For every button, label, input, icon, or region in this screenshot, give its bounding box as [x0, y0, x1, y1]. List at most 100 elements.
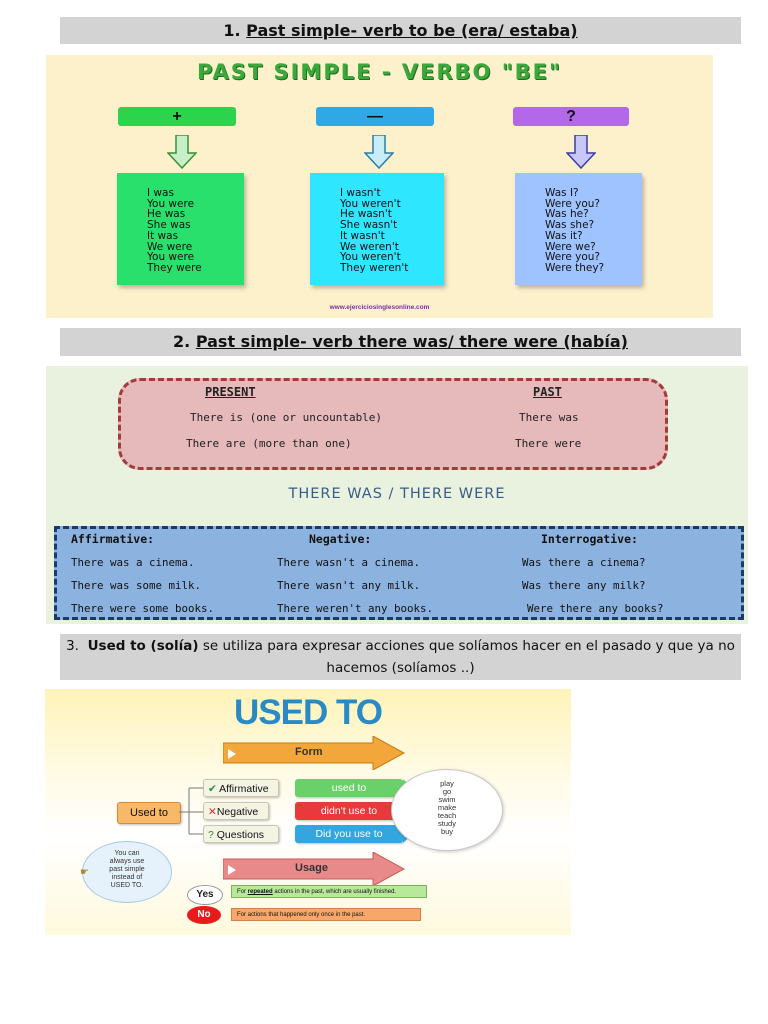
image-1-title: PAST SIMPLE - VERBO "BE": [197, 60, 562, 84]
interrogative-example: Was there any milk?: [522, 579, 646, 592]
used-to-image: USED TO Form Used to ✔ Affirmative ✕Nega…: [45, 689, 571, 935]
interrogative-header: Interrogative:: [541, 532, 638, 546]
tip-line: USED TO.: [110, 882, 144, 889]
negative-line: We weren't: [340, 240, 399, 253]
verb-item: play: [440, 779, 454, 788]
yes-text-bold: repeated: [247, 889, 273, 895]
affirmative-line: You were: [147, 251, 195, 264]
affirmative-option: ✔ Affirmative: [203, 779, 279, 797]
interrogative-line: Was I?: [545, 187, 579, 199]
connector-lines: [179, 787, 203, 835]
questions-label: Questions: [216, 829, 265, 841]
section-3-heading: 3. Used to (solía) se utiliza para expre…: [60, 634, 741, 680]
negative-label: Negative: [216, 806, 259, 818]
verbs-circle: play go swim make teach study buy: [391, 769, 503, 851]
question-circle-icon: ?: [208, 829, 214, 841]
negative-example: There weren't any books.: [277, 602, 434, 615]
cross-icon: ✕: [208, 806, 217, 818]
verb-item: make: [437, 803, 457, 812]
section-2-title: Past simple- verb there was/ there were …: [195, 332, 628, 351]
affirmative-line: She was: [147, 219, 191, 232]
question-icon: ?: [566, 108, 576, 125]
affirmative-line: He was: [147, 208, 186, 221]
interrogative-example: Were there any books?: [527, 602, 664, 615]
past-header: PAST: [533, 385, 562, 399]
negative-example: There wasn't a cinema.: [277, 556, 421, 569]
present-line-1: There is (one or uncountable): [190, 411, 383, 424]
form-affirmative: used to: [295, 779, 403, 797]
arrow-down-icon: [364, 135, 394, 169]
present-past-box: PRESENT PAST There is (one or uncountabl…: [118, 378, 668, 470]
there-was-there-were-image: PRESENT PAST There is (one or uncountabl…: [46, 366, 748, 624]
negative-line: She wasn't: [340, 219, 398, 232]
arrow-down-icon: [167, 135, 197, 169]
negative-line: It wasn't: [340, 229, 385, 242]
affirmative-label: Affirmative: [219, 783, 269, 795]
interrogative-line: Were we?: [545, 240, 596, 253]
there-was-title: THERE WAS / THERE WERE: [288, 486, 506, 502]
tip-line: always use: [109, 858, 145, 865]
form-negative: didn't use to: [295, 802, 403, 820]
arrow-down-icon: [566, 135, 596, 169]
question-tag: ?: [513, 107, 629, 126]
questions-option: ? Questions: [203, 825, 279, 843]
interrogative-note: Was I? Were you? Was he? Was she? Was it…: [515, 173, 642, 285]
usage-label: Usage: [295, 862, 329, 874]
yes-usage: For repeated actions in the past, which …: [231, 885, 427, 898]
present-header: PRESENT: [205, 385, 256, 399]
interrogative-line: Were they?: [545, 261, 605, 274]
affirmative-line: It was: [147, 229, 179, 242]
section-1-heading: 1. Past simple- verb to be (era/ estaba): [60, 17, 741, 44]
affirmative-example: There was some milk.: [71, 579, 202, 592]
plus-tag: +: [118, 107, 236, 126]
verb-item: teach: [437, 811, 457, 820]
section-3-text: se utiliza para expresar acciones que so…: [198, 638, 735, 676]
form-arrow-icon: [223, 736, 405, 770]
past-line-2: There were: [515, 437, 582, 450]
negative-header: Negative:: [309, 532, 372, 546]
negative-line: I wasn't: [340, 187, 381, 199]
section-1-number: 1.: [223, 21, 241, 40]
interrogative-example: Was there a cinema?: [522, 556, 646, 569]
tip-line: instead of: [111, 874, 143, 881]
verb-item: go: [442, 787, 452, 796]
section-2-heading: 2. Past simple- verb there was/ there we…: [60, 328, 741, 356]
minus-tag: —: [316, 107, 434, 126]
source-url: www.ejerciciosinglesonline.com: [329, 304, 430, 311]
affirmative-header: Affirmative:: [71, 532, 155, 546]
section-2-number: 2.: [173, 332, 191, 351]
negative-option: ✕Negative: [203, 802, 269, 820]
negative-line: You weren't: [340, 197, 401, 210]
section-1-title: Past simple- verb to be (era/ estaba): [246, 21, 578, 40]
play-icon: [228, 746, 236, 759]
no-badge: No: [187, 906, 221, 924]
tip-line: You can: [114, 850, 140, 857]
form-label: Form: [295, 746, 323, 758]
affirmative-line: We were: [147, 240, 193, 253]
used-to-title: USED TO: [234, 693, 383, 732]
interrogative-line: Were you?: [545, 251, 600, 264]
tip-line: past simple: [109, 866, 145, 873]
negative-note: I wasn't You weren't He wasn't She wasn'…: [310, 173, 444, 285]
interrogative-line: Were you?: [545, 197, 600, 210]
past-line-1: There was: [519, 411, 579, 424]
negative-example: There wasn't any milk.: [277, 579, 421, 592]
affirmative-example: There was a cinema.: [71, 556, 195, 569]
interrogative-line: Was she?: [545, 219, 595, 232]
yes-text-pre: For: [237, 889, 248, 895]
affirmative-line: I was: [147, 187, 174, 199]
play-icon: [228, 862, 236, 875]
yes-badge: Yes: [187, 885, 223, 905]
no-usage: For actions that happened only once in t…: [231, 908, 421, 921]
negative-line: He wasn't: [340, 208, 392, 221]
yes-text-post: actions in the past, which are usually f…: [272, 889, 397, 895]
negative-line: You weren't: [340, 251, 401, 264]
verb-item: study: [438, 819, 456, 828]
verb-item: swim: [438, 795, 456, 804]
tip-bubble: You can always use past simple instead o…: [82, 841, 172, 903]
usage-arrow-icon: [223, 852, 405, 886]
check-icon: ✔: [208, 783, 217, 795]
pointing-hand-icon: ☛: [80, 867, 89, 878]
affirmative-note: I was You were He was She was It was We …: [117, 173, 244, 285]
section-3-number: 3.: [66, 638, 79, 654]
